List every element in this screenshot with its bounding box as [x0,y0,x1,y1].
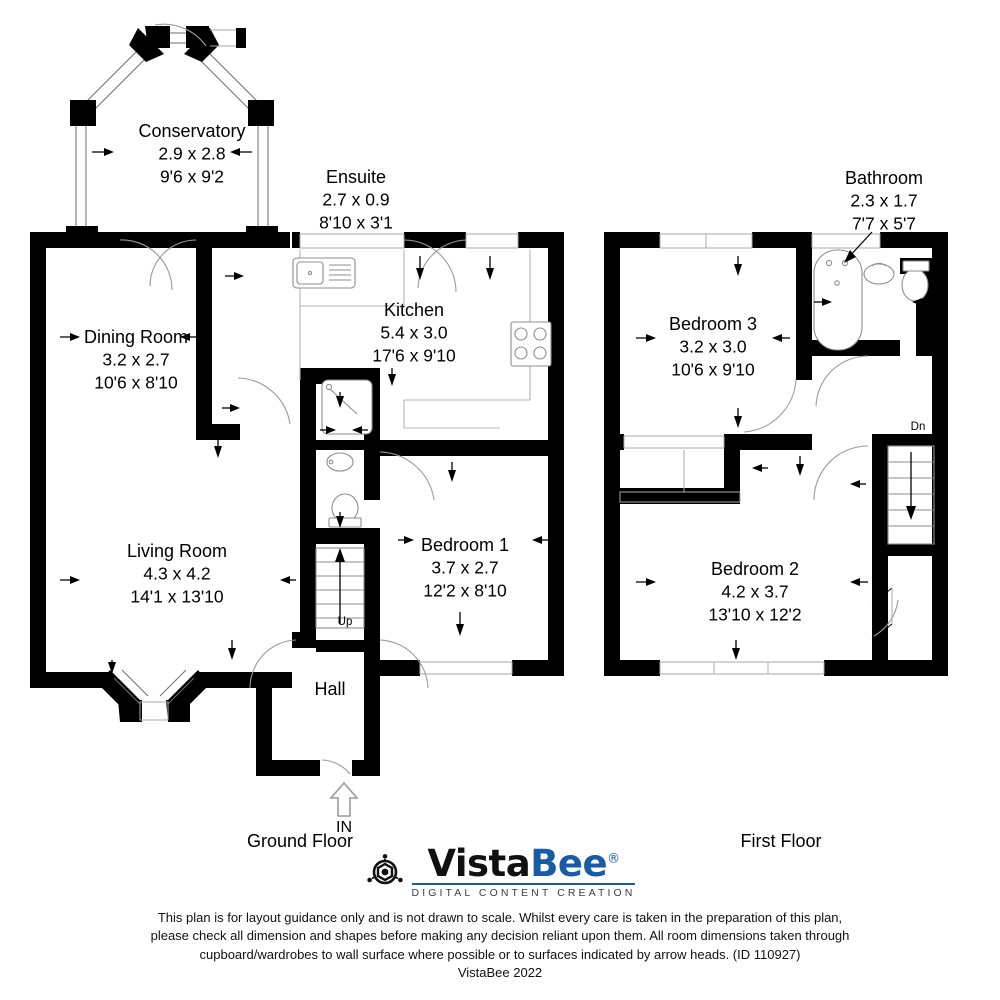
disclaimer-line-3: cupboard/wardrobes to wall surface where… [199,946,801,962]
first-floor-doors [743,355,899,641]
hall-label: Hall [314,679,345,699]
bedroom-1-label: Bedroom 1 3.7 x 2.7 12'2 x 8'10 [421,535,509,601]
svg-text:4.2 x 3.7: 4.2 x 3.7 [721,582,788,602]
first-floor-dimension-marks [636,256,930,660]
ensuite-label: Ensuite 2.7 x 0.9 8'10 x 3'1 [319,167,393,233]
svg-text:8'10 x 3'1: 8'10 x 3'1 [319,213,393,233]
svg-text:14'1 x 13'10: 14'1 x 13'10 [130,587,224,607]
svg-text:Bedroom 2: Bedroom 2 [711,559,799,579]
disclaimer-line-4: VistaBee 2022 [457,965,543,981]
ground-floor-doors [119,239,467,689]
bedroom-2-label: Bedroom 2 4.2 x 3.7 13'10 x 12'2 [708,559,801,625]
ground-floor-outer-walls [30,232,564,722]
vistabee-logo: VistaBee® DIGITAL CONTENT CREATION [0,845,1000,899]
svg-text:9'6 x 9'2: 9'6 x 9'2 [160,167,224,187]
living-room-label: Living Room 4.3 x 4.2 14'1 x 13'10 [127,541,227,607]
svg-text:5.4 x 3.0: 5.4 x 3.0 [380,323,447,343]
logo-tagline: DIGITAL CONTENT CREATION [411,887,636,899]
svg-text:Conservatory: Conservatory [138,121,245,141]
svg-text:3.2 x 3.0: 3.2 x 3.0 [679,337,746,357]
svg-text:Kitchen: Kitchen [384,300,444,320]
svg-text:Bedroom 1: Bedroom 1 [421,535,509,555]
logo-word-bee: Bee [530,842,608,885]
footer: VistaBee® DIGITAL CONTENT CREATION This … [0,845,1000,983]
stairs-down-label: Dn [911,421,926,433]
svg-text:4.3 x 4.2: 4.3 x 4.2 [143,564,210,584]
svg-text:10'6 x 8'10: 10'6 x 8'10 [94,373,178,393]
conservatory-label: Conservatory 2.9 x 2.8 9'6 x 9'2 [138,121,245,187]
svg-text:7'7 x 5'7: 7'7 x 5'7 [852,214,916,234]
svg-text:13'10 x 12'2: 13'10 x 12'2 [708,605,801,625]
svg-text:2.9 x 2.8: 2.9 x 2.8 [158,144,225,164]
svg-text:Living Room: Living Room [127,541,227,561]
svg-text:2.7 x 0.9: 2.7 x 0.9 [322,190,389,210]
ensuite-fittings [321,379,373,528]
vistabee-mark-icon [366,854,403,885]
vistabee-wordmark-wrap: VistaBee® DIGITAL CONTENT CREATION [411,845,636,899]
first-floor-group: Dn [604,168,948,851]
disclaimer-line-2: please check all dimension and shapes be… [150,928,850,944]
disclaimer-line-1: This plan is for layout guidance only an… [157,910,843,925]
first-floor-title: First Floor [741,831,822,851]
first-floor-outer-walls [604,232,948,676]
logo-word-vista: Vista [427,842,531,885]
svg-text:Bedroom 3: Bedroom 3 [669,314,757,334]
ground-floor-title: Ground Floor [247,831,353,851]
ground-floor-dimension-marks [60,148,548,674]
dining-room-label: Dining Room 3.2 x 2.7 10'6 x 8'10 [84,327,188,393]
svg-text:Dining Room: Dining Room [84,327,188,347]
disclaimer-text: This plan is for layout guidance only an… [0,909,1000,983]
svg-text:17'6 x 9'10: 17'6 x 9'10 [372,346,456,366]
stairs-up-label: Up [338,616,353,628]
registered-mark-icon: ® [607,851,620,867]
svg-text:Hall: Hall [314,679,345,699]
conservatory-structure [66,23,278,242]
kitchen-label: Kitchen 5.4 x 3.0 17'6 x 9'10 [372,300,456,366]
vistabee-wordmark: VistaBee® [412,845,636,882]
bedroom-3-label: Bedroom 3 3.2 x 3.0 10'6 x 9'10 [669,314,757,380]
bathroom-leader-line [844,231,873,263]
ground-floor-stairs: Up [315,547,365,629]
svg-text:12'2 x 8'10: 12'2 x 8'10 [423,581,507,601]
bathroom-label: Bathroom 2.3 x 1.7 7'7 x 5'7 [845,168,923,234]
ground-floor-group: Up [30,23,564,851]
svg-text:Bathroom: Bathroom [845,168,923,188]
logo-underline [411,883,636,885]
svg-text:2.3 x 1.7: 2.3 x 1.7 [850,191,917,211]
first-floor-stairs: Dn [887,421,935,545]
svg-text:Ensuite: Ensuite [326,167,386,187]
ground-floor-internal-walls [196,232,564,776]
entrance-marker: IN [329,781,359,836]
svg-text:3.2 x 2.7: 3.2 x 2.7 [102,350,169,370]
svg-text:10'6 x 9'10: 10'6 x 9'10 [671,360,755,380]
bathroom-fittings [813,249,930,351]
svg-text:3.7 x 2.7: 3.7 x 2.7 [431,558,498,578]
kitchen-fittings [292,250,552,429]
entrance-in-label: IN [336,819,352,836]
